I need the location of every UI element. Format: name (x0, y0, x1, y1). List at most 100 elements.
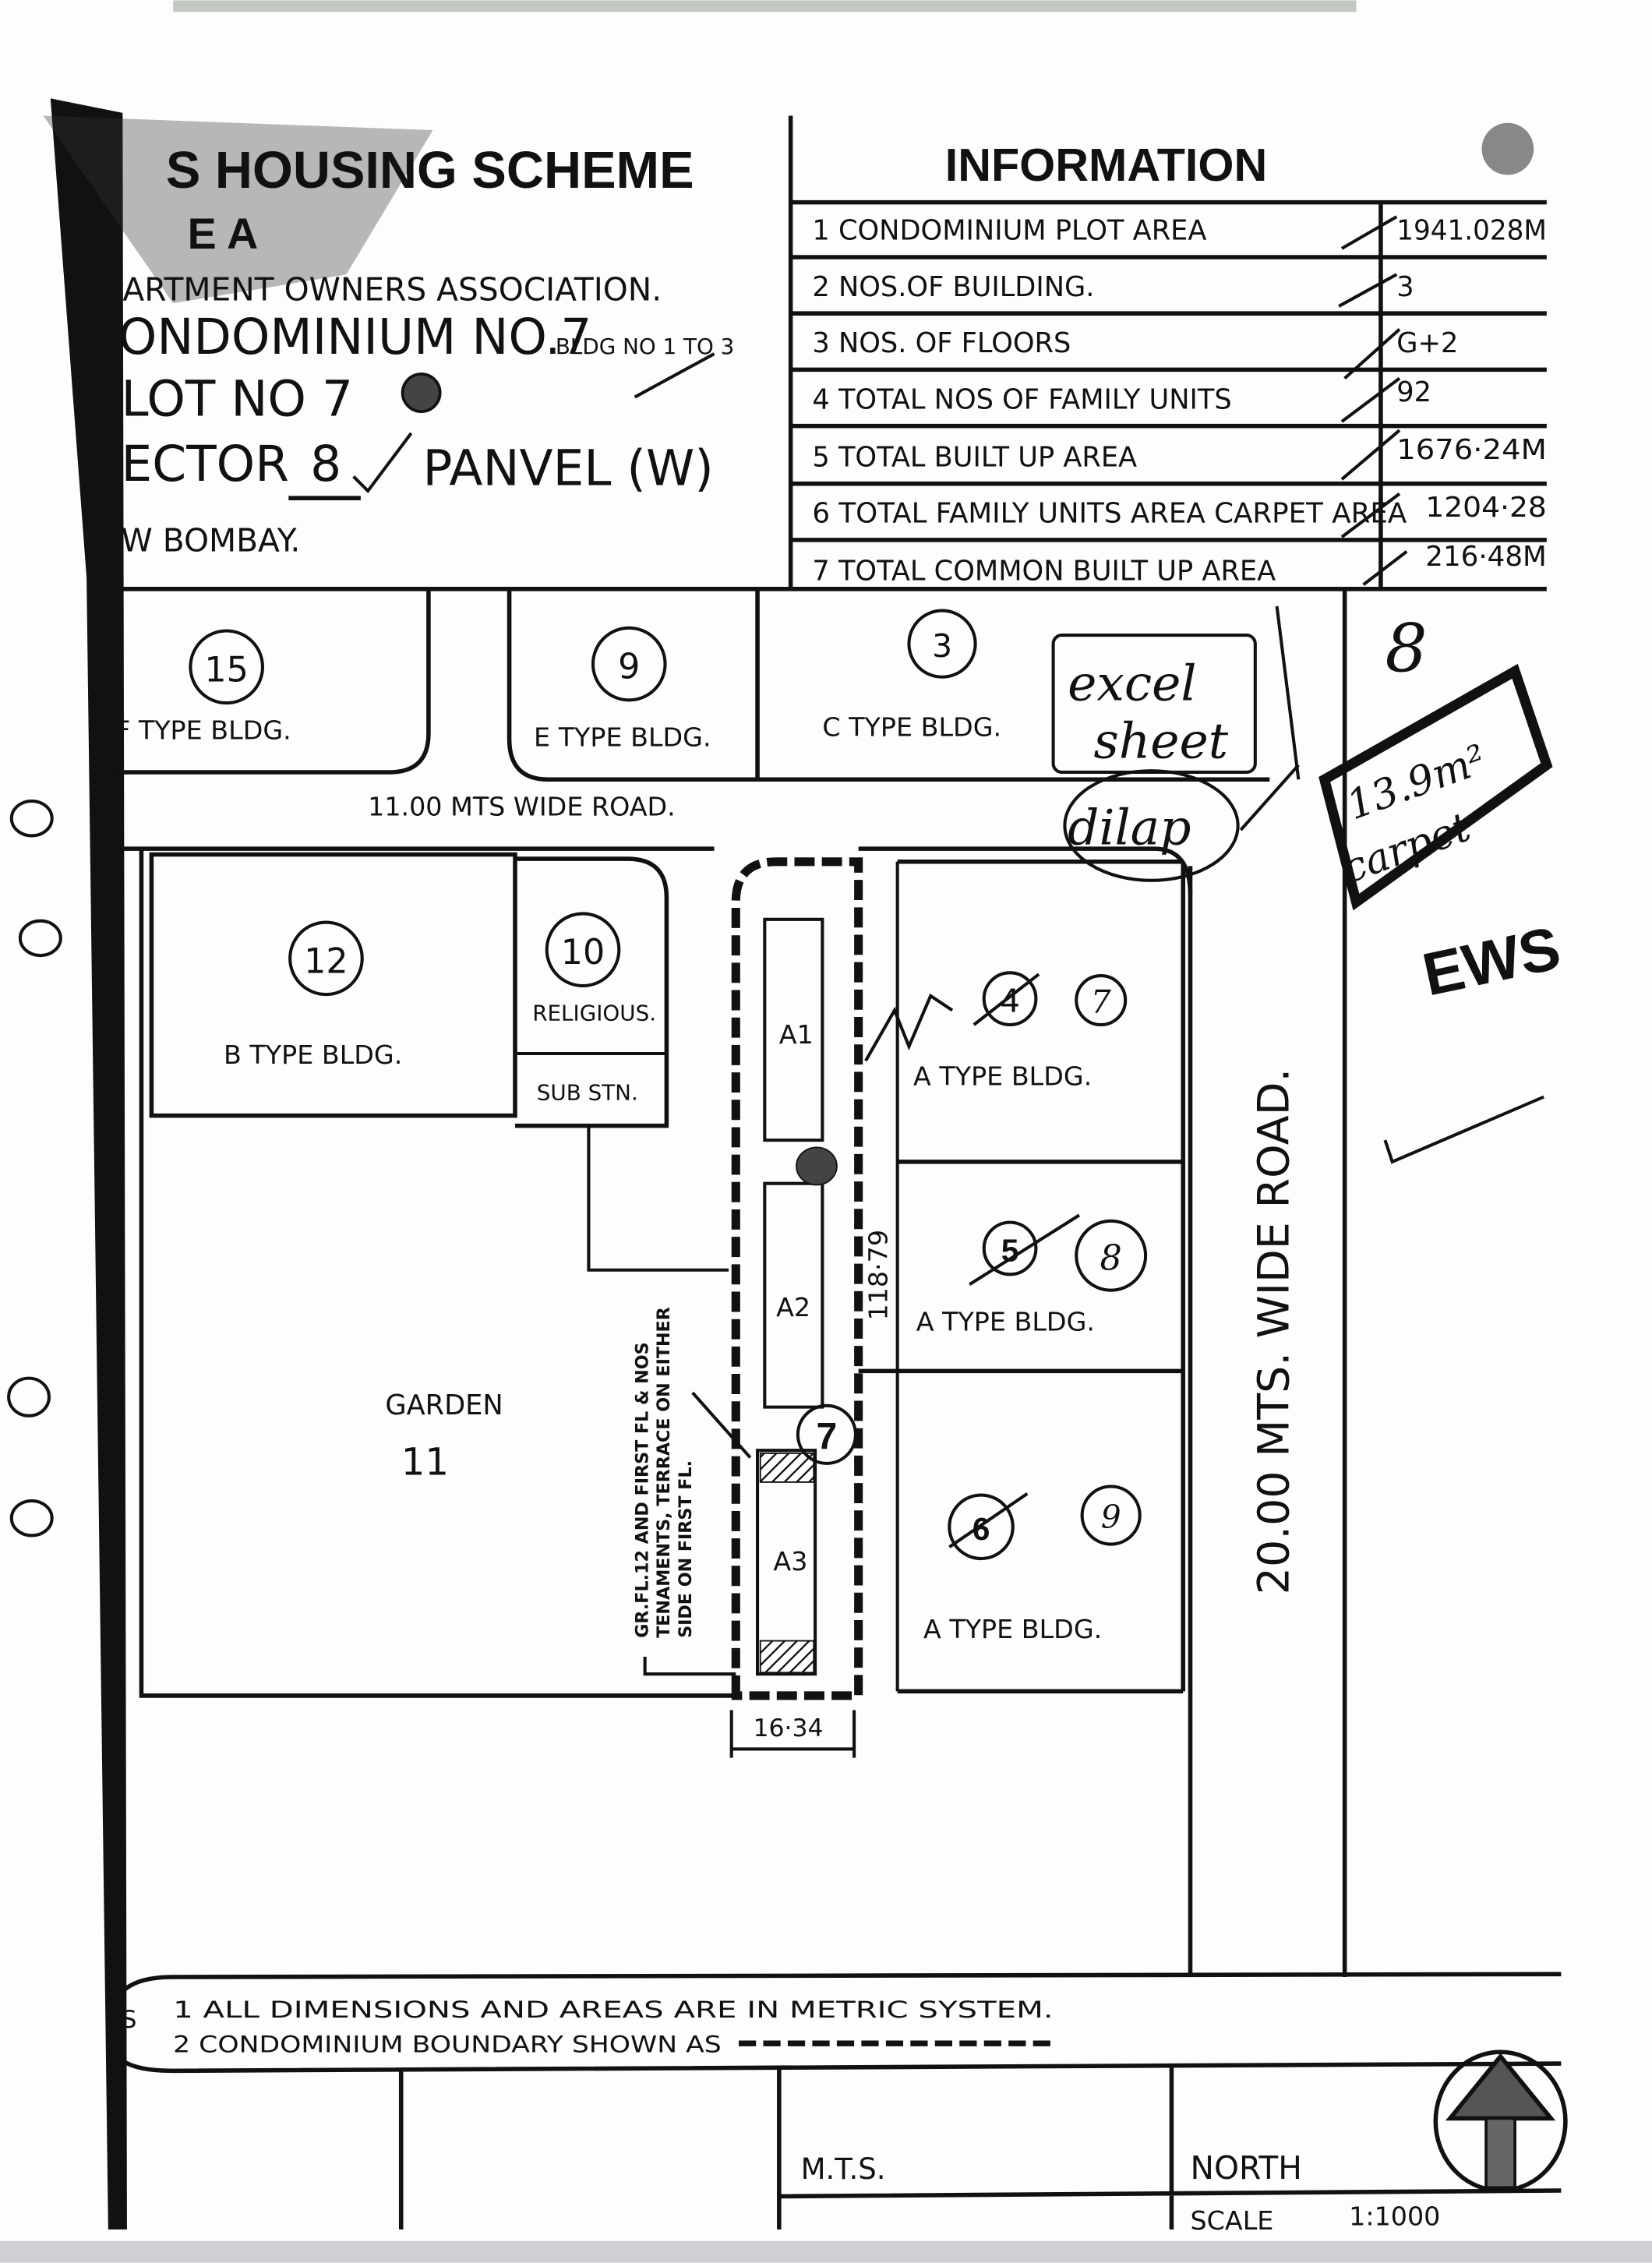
a-type-plots: 4 7 A TYPE BLDG. 5 8 A TYPE BLDG. 6 9 A … (858, 859, 1544, 1694)
info-label-6: 6 TOTAL FAMILY UNITS AREA CARPET AREA (812, 498, 1407, 530)
notes-border-top (121, 1972, 1562, 1993)
plot-number-circle (591, 626, 667, 702)
plot-number-circle (796, 1403, 857, 1465)
hand-dilap: dilap (1068, 800, 1191, 856)
road-11m-label: 11.00 MTS WIDE ROAD. (368, 792, 676, 822)
garden-label: GARDEN (385, 1389, 503, 1421)
plot-religious: 10 RELIGIOUS. SUB STN. (514, 856, 669, 1128)
hand-number-circle (1080, 1485, 1142, 1546)
building-a1-outline (763, 917, 824, 1142)
notes-band: S 1 ALL DIMENSIONS AND AREAS ARE IN METR… (121, 1972, 1562, 2074)
c-type-label: C TYPE BLDG. (822, 712, 1001, 743)
north-arrow-shaft (1484, 2116, 1516, 2190)
hand-excel: excel (1068, 655, 1196, 711)
plot-number-circle (189, 629, 265, 705)
plot-outline (507, 588, 760, 782)
width-dimension: 16·34 (753, 1714, 823, 1742)
bldg-no: BLDG NO 1 TO 3 (556, 334, 735, 359)
sector-no: 8 (310, 436, 341, 492)
scale-value: 1:1000 (1349, 2201, 1440, 2231)
sub-stn-label: SUB STN. (537, 1079, 638, 1105)
a-type-label-3: A TYPE BLDG. (923, 1614, 1102, 1644)
footer-grid-lines (398, 2066, 1562, 2230)
sector-label: ECTOR (122, 436, 289, 492)
note-line-2: TENAMENTS, TERRACE ON EITHER (654, 1307, 674, 1638)
hand-plot-no-8: 8 (1100, 1239, 1122, 1279)
info-label-5: 5 TOTAL BUILT UP AREA (812, 441, 1137, 473)
building-a1: A1 (779, 1019, 814, 1050)
info-value-5: 1676·24M (1396, 434, 1547, 466)
scheme-subtitle: E A (188, 210, 259, 258)
width-dimension-line (729, 1710, 856, 1758)
a-type-label-2: A TYPE BLDG. (916, 1307, 1095, 1337)
plot-e-type: 9 E TYPE BLDG. (507, 588, 760, 782)
plot-outlines (858, 859, 1186, 1694)
plot-no-5: 5 (1001, 1233, 1019, 1269)
ink-blot-mark (401, 372, 442, 413)
plot-no-10: 10 (561, 933, 605, 973)
note-line-3: SIDE ON FIRST FL. (676, 1460, 696, 1638)
plot-outline (149, 852, 517, 1118)
punch-hole (7, 1376, 51, 1417)
hand-eight: 8 (1385, 610, 1427, 687)
info-value-3: G+2 (1396, 327, 1458, 359)
plot-no-12: 12 (304, 941, 348, 981)
plot-number-circle (545, 912, 621, 988)
ink-blot-mark (796, 1146, 838, 1186)
information-table: INFORMATION 1 CONDOMINIUM PLOT AREA 2 NO… (788, 115, 1547, 589)
punch-hole (9, 799, 54, 838)
note-1: 1 ALL DIMENSIONS AND AREAS ARE IN METRIC… (173, 1996, 1053, 2023)
plot-no-9: 9 (618, 648, 640, 687)
hand-drawn-box (1318, 663, 1553, 911)
place-name: PANVEL (W) (422, 440, 713, 497)
hand-drawn-circle (1063, 769, 1240, 882)
binding-edge (50, 98, 127, 2230)
terrace-hatch (759, 1640, 815, 1674)
plot-no: LOT NO 7 (122, 371, 353, 428)
plot-no-3: 3 (932, 627, 952, 665)
plot-outline (514, 856, 669, 1128)
plot-number-circle (948, 1493, 1015, 1561)
condominium-plot-no: 7 (817, 1415, 838, 1457)
pen-strike-marks (864, 973, 1544, 1548)
north-arrow-icon (1433, 2049, 1568, 2193)
bottom-page-edge (0, 2240, 1652, 2263)
sheet-number-stamp (1481, 122, 1534, 175)
notes-label: S (122, 2006, 137, 2034)
punch-hole (9, 1499, 54, 1537)
scale-label: SCALE (1191, 2205, 1274, 2236)
f-type-label: F TYPE BLDG. (115, 715, 291, 745)
e-type-label: E TYPE BLDG. (534, 722, 711, 753)
table-grid-lines (788, 115, 1547, 589)
garden-no: 11 (401, 1441, 449, 1485)
info-label-1: 1 CONDOMINIUM PLOT AREA (812, 215, 1206, 247)
condominium-boundary (731, 857, 863, 1700)
plot-number-circle (288, 920, 364, 997)
hand-number-circle (1075, 1219, 1148, 1292)
north-arrow-ring (1433, 2049, 1568, 2193)
city-name: W BOMBAY. (122, 522, 301, 560)
length-dimension: 118·79 (863, 1230, 894, 1321)
punch-holes (7, 799, 62, 1537)
plot-no-15: 15 (204, 650, 249, 690)
plot-garden: GARDEN 11 (139, 849, 736, 1698)
info-value-6: 1204·28 (1425, 492, 1547, 524)
plot-number-circle (907, 609, 977, 679)
info-value-7: 216·48M (1425, 541, 1547, 573)
b-type-label: B TYPE BLDG. (224, 1040, 402, 1070)
info-label-4: 4 TOTAL NOS OF FAMILY UNITS (812, 383, 1231, 415)
top-scan-shadow (173, 0, 1357, 12)
condominium-plot: A1 A2 A3 7 118·79 16·34 GR.FL.12 AND FIR… (632, 857, 899, 1758)
scheme-title: S HOUSING SCHEME (166, 142, 694, 199)
info-value-1: 1941.028M (1396, 215, 1547, 247)
punch-hole (18, 919, 62, 958)
terrace-hatch (759, 1452, 815, 1483)
info-value-4: 92 (1396, 376, 1431, 408)
north-label: NORTH (1191, 2149, 1302, 2187)
footer-boxes: M.T.S. NORTH SCALE 1:1000 (398, 2049, 1568, 2236)
notes-border-bottom (121, 2059, 1562, 2074)
garden-inner-line (587, 1125, 729, 1272)
check-mark-icon (352, 432, 413, 494)
